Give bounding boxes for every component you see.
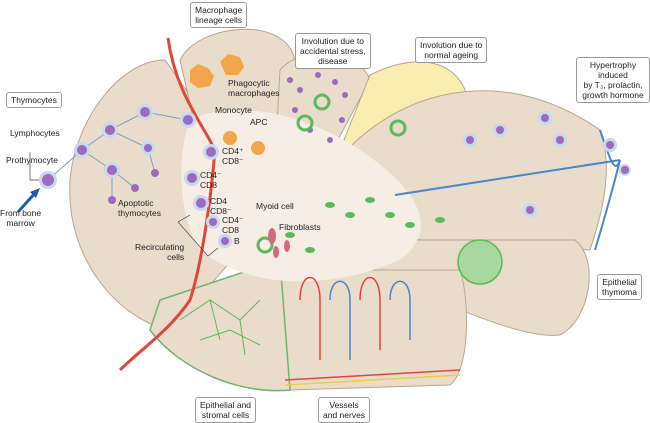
medulla	[181, 110, 421, 282]
label-epithelial-thymoma: Epithelial thymoma	[597, 274, 642, 300]
epithelial-cells	[285, 197, 445, 253]
label-lymphocytes: Lymphocytes	[10, 128, 60, 138]
label-involution-stress: Involution due to accidental stress, dis…	[295, 33, 371, 69]
label-b-cell: B	[234, 236, 240, 246]
hypertrophy-cells	[463, 111, 631, 217]
label-hypertrophy: Hypertrophy induced by T₃, prolactin, gr…	[576, 57, 650, 103]
label-prothymocyte: Prothymocyte	[6, 155, 58, 165]
label-cd4p-cd8m: CD4⁺ CD8⁻	[222, 146, 244, 166]
myoid-fibroblasts	[268, 228, 290, 258]
label-recirculating-cells: Recirculating cells	[135, 242, 185, 262]
hassall-corpuscles	[256, 93, 407, 254]
label-monocyte: Monocyte	[215, 105, 252, 115]
label-epithelial-stromal: Epithelial and stromal cells	[195, 397, 257, 423]
lobe-vessels	[279, 269, 468, 391]
label-thymocytes: Thymocytes	[6, 92, 62, 108]
hypertrophy-vessel	[394, 129, 621, 251]
prothymocyte-pointer	[29, 152, 39, 181]
label-macrophage-lineage: Macrophage lineage cells	[190, 2, 248, 28]
label-apc: APC	[250, 117, 268, 127]
label-cd4-cd8m: CD4 CD8⁻	[210, 196, 232, 216]
label-fibroblasts: Fibroblasts	[279, 222, 321, 232]
label-involution-ageing: Involution due to normal ageing	[415, 37, 488, 63]
label-phagocytic-macrophages: Phagocytic macrophages	[228, 78, 280, 98]
lobe-epithelial	[149, 258, 291, 392]
label-cd4m-cd8-a: CD4⁻ CD8	[200, 170, 222, 190]
stress-lobe-cells	[287, 72, 348, 143]
thymoma-cluster	[457, 239, 503, 285]
label-from-bone-marrow: From bone marrow	[0, 208, 42, 228]
vessel-loops	[284, 277, 461, 386]
recirculating-bracket	[177, 214, 219, 257]
label-vessels-nerves: Vessels and nerves	[318, 397, 371, 423]
label-apoptotic-thymocytes: Apoptotic thymocytes	[118, 198, 161, 218]
label-myoid-cell: Myoid cell	[256, 201, 294, 211]
macrophages	[190, 54, 265, 155]
lymphocytes	[39, 104, 232, 248]
stromal-network	[179, 299, 261, 356]
artery	[118, 37, 217, 372]
label-cd4m-cd8-b: CD4⁻ CD8	[222, 215, 244, 235]
bone-marrow-arrowhead	[30, 188, 40, 198]
